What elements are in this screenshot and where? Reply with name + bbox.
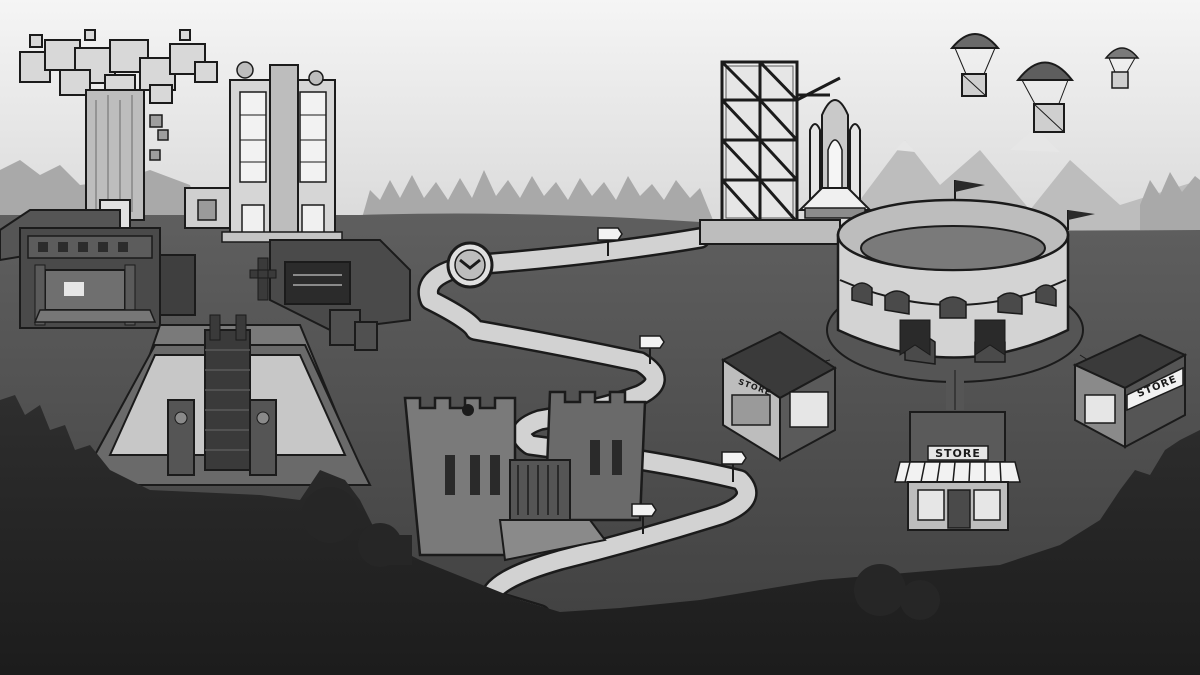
moat-bridge-icon[interactable] (78, 314, 372, 486)
twin-towers-icon[interactable] (184, 61, 343, 243)
parachute-crate-icon[interactable] (1015, 61, 1075, 133)
castle-icon[interactable] (403, 390, 647, 562)
parachute-crate-icon[interactable] (949, 33, 1001, 97)
store-main-sign: STORE (935, 447, 981, 460)
coin-icon[interactable] (446, 241, 494, 289)
space-shuttle-icon[interactable] (797, 99, 873, 219)
temple-icon[interactable] (0, 209, 196, 329)
launch-tower-icon[interactable] (699, 60, 841, 245)
signpost-icon[interactable] (631, 503, 657, 534)
signpost-icon[interactable] (721, 451, 747, 482)
arena-icon[interactable] (836, 180, 1095, 365)
parachute-crate-icon[interactable] (1104, 47, 1140, 89)
signpost-icon[interactable] (639, 335, 665, 364)
store-right-icon[interactable]: STORE (1072, 333, 1188, 449)
store-left-icon[interactable]: STORE (720, 330, 837, 462)
signpost-icon[interactable] (597, 227, 623, 256)
store-main-icon[interactable]: STORE (894, 411, 1021, 531)
foreground-bushes (302, 487, 940, 620)
tree-house-icon[interactable] (19, 29, 218, 229)
bunker-icon[interactable] (249, 239, 411, 351)
